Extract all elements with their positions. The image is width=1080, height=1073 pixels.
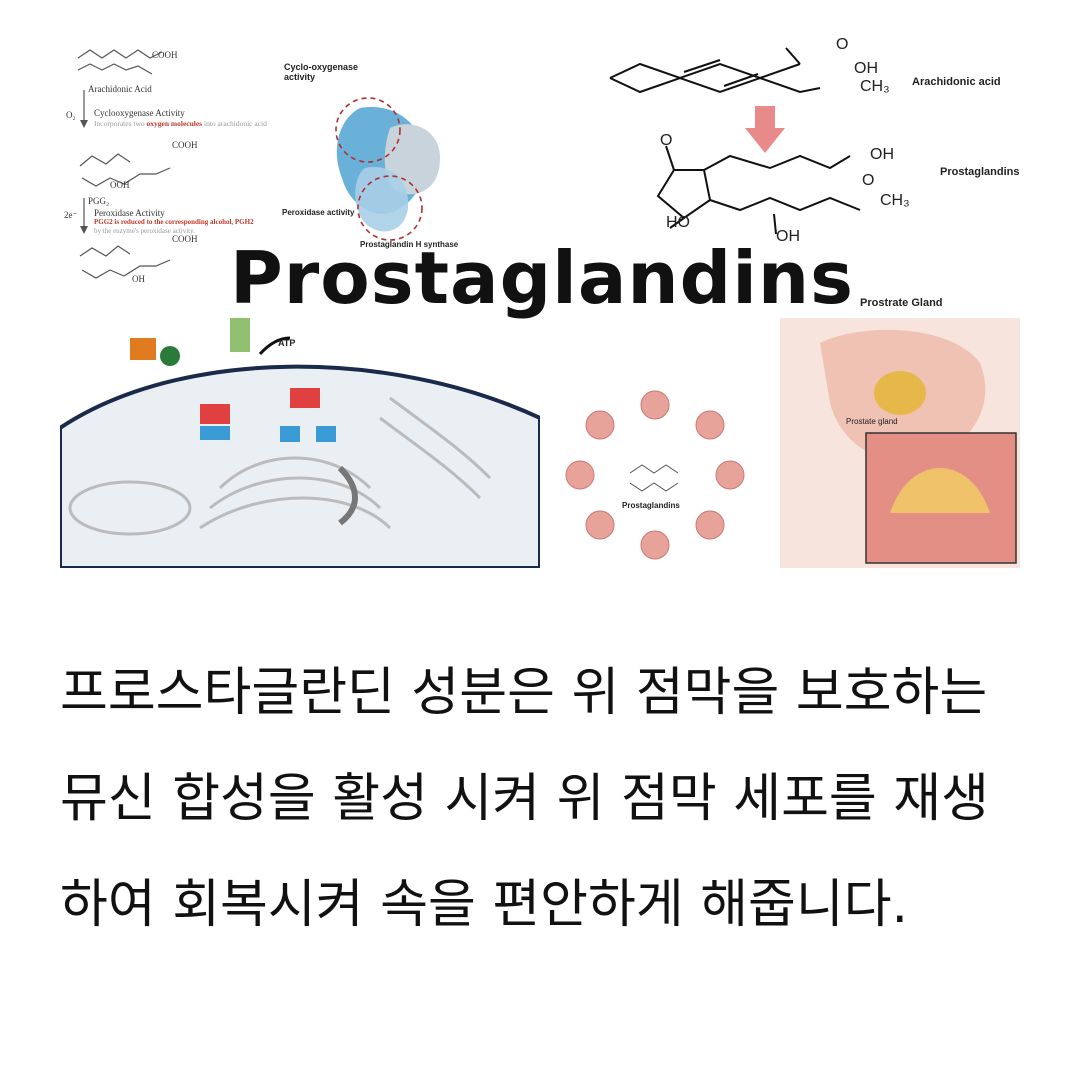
prostate-panel: Prostrate Gland Prostate gland [780, 293, 1020, 568]
prostaglandins-structure-label: Prostaglandins [940, 166, 1020, 178]
step1-note-b: into arachidonic acid [203, 119, 267, 128]
cox-activity-label: Cyclo-oxygenase activity [284, 62, 359, 82]
step2-note-b: by the enzyme's peroxidase activity. [94, 227, 195, 235]
compound2-formula: COOH [172, 140, 198, 150]
ch3-top-label: CH₃ [860, 78, 890, 95]
cell-panel: ATP [60, 308, 542, 568]
step2-note-red: PGG2 is reduced to the corresponding alc… [94, 218, 254, 226]
compound3-formula: COOH [172, 234, 198, 244]
prostate-gland-figure [780, 318, 1020, 568]
step1-note-a: Incorporates two [94, 119, 145, 128]
ch3-chain-label: CH₃ [880, 192, 910, 209]
prostaglandin-h-synthase-figure [335, 97, 440, 241]
compound1-name: Arachidonic Acid [88, 84, 152, 94]
enzyme-panel: Cyclo-oxygenase activity Peroxidase acti… [280, 48, 480, 258]
chemical-structures-figure [609, 47, 861, 235]
structures-panel: O OH CH₃ Arachidonic acid O OH O CH₃ Pro… [600, 28, 1020, 258]
peroxidase-activity-label: Peroxidase activity [282, 208, 355, 217]
step1-label: Cyclooxygenase Activity [94, 108, 185, 118]
step1-note: Incorporates two oxygen molecules into a… [94, 119, 267, 128]
compound1-formula: COOH [152, 50, 178, 60]
prostaglandins-collage-image: COOH Arachidonic Acid O₂ Cyclooxygenase … [60, 28, 1020, 568]
oh-top-label: OH [854, 60, 878, 77]
reaction-scheme-panel: COOH Arachidonic Acid O₂ Cyclooxygenase … [60, 28, 300, 288]
enzyme-name-label: Prostaglandin H synthase [360, 240, 459, 249]
compound2-name: PGG₂ [88, 196, 110, 206]
collage-title: Prostaglandins [230, 236, 854, 320]
compound2-sub: OOH [110, 180, 130, 190]
step1-reagent: O₂ [66, 110, 76, 120]
body-paragraph: 프로스타글란딘 성분은 위 점막을 보호하는 뮤신 합성을 활성 시켜 위 점막… [60, 663, 989, 935]
step2-reagent: 2e⁻ [64, 210, 78, 220]
ho-label: HO [666, 214, 690, 231]
reaction-scheme-figure [77, 49, 171, 279]
atp-label: ATP [278, 338, 296, 348]
o-ring-label: O [660, 132, 673, 149]
oh-chain-label: OH [870, 146, 894, 163]
arachidonic-acid-label: Arachidonic acid [912, 76, 1001, 88]
circle-center-label: Prostaglandins [622, 501, 680, 510]
o-top-label: O [836, 36, 849, 53]
prostrate-gland-title: Prostrate Gland [860, 297, 943, 309]
cell-signaling-figure [60, 318, 542, 568]
step1-note-red: oxygen molecules [146, 119, 203, 128]
step2-label: Peroxidase Activity [94, 208, 165, 218]
oh-bottom-label: OH [776, 228, 800, 245]
prostate-gland-label: Prostate gland [846, 417, 898, 426]
o-acid-label: O [862, 172, 875, 189]
tissue-circle-figure [565, 390, 745, 560]
tissue-circle-panel: Prostaglandins [550, 383, 760, 568]
compound3-sub: OH [132, 274, 145, 284]
